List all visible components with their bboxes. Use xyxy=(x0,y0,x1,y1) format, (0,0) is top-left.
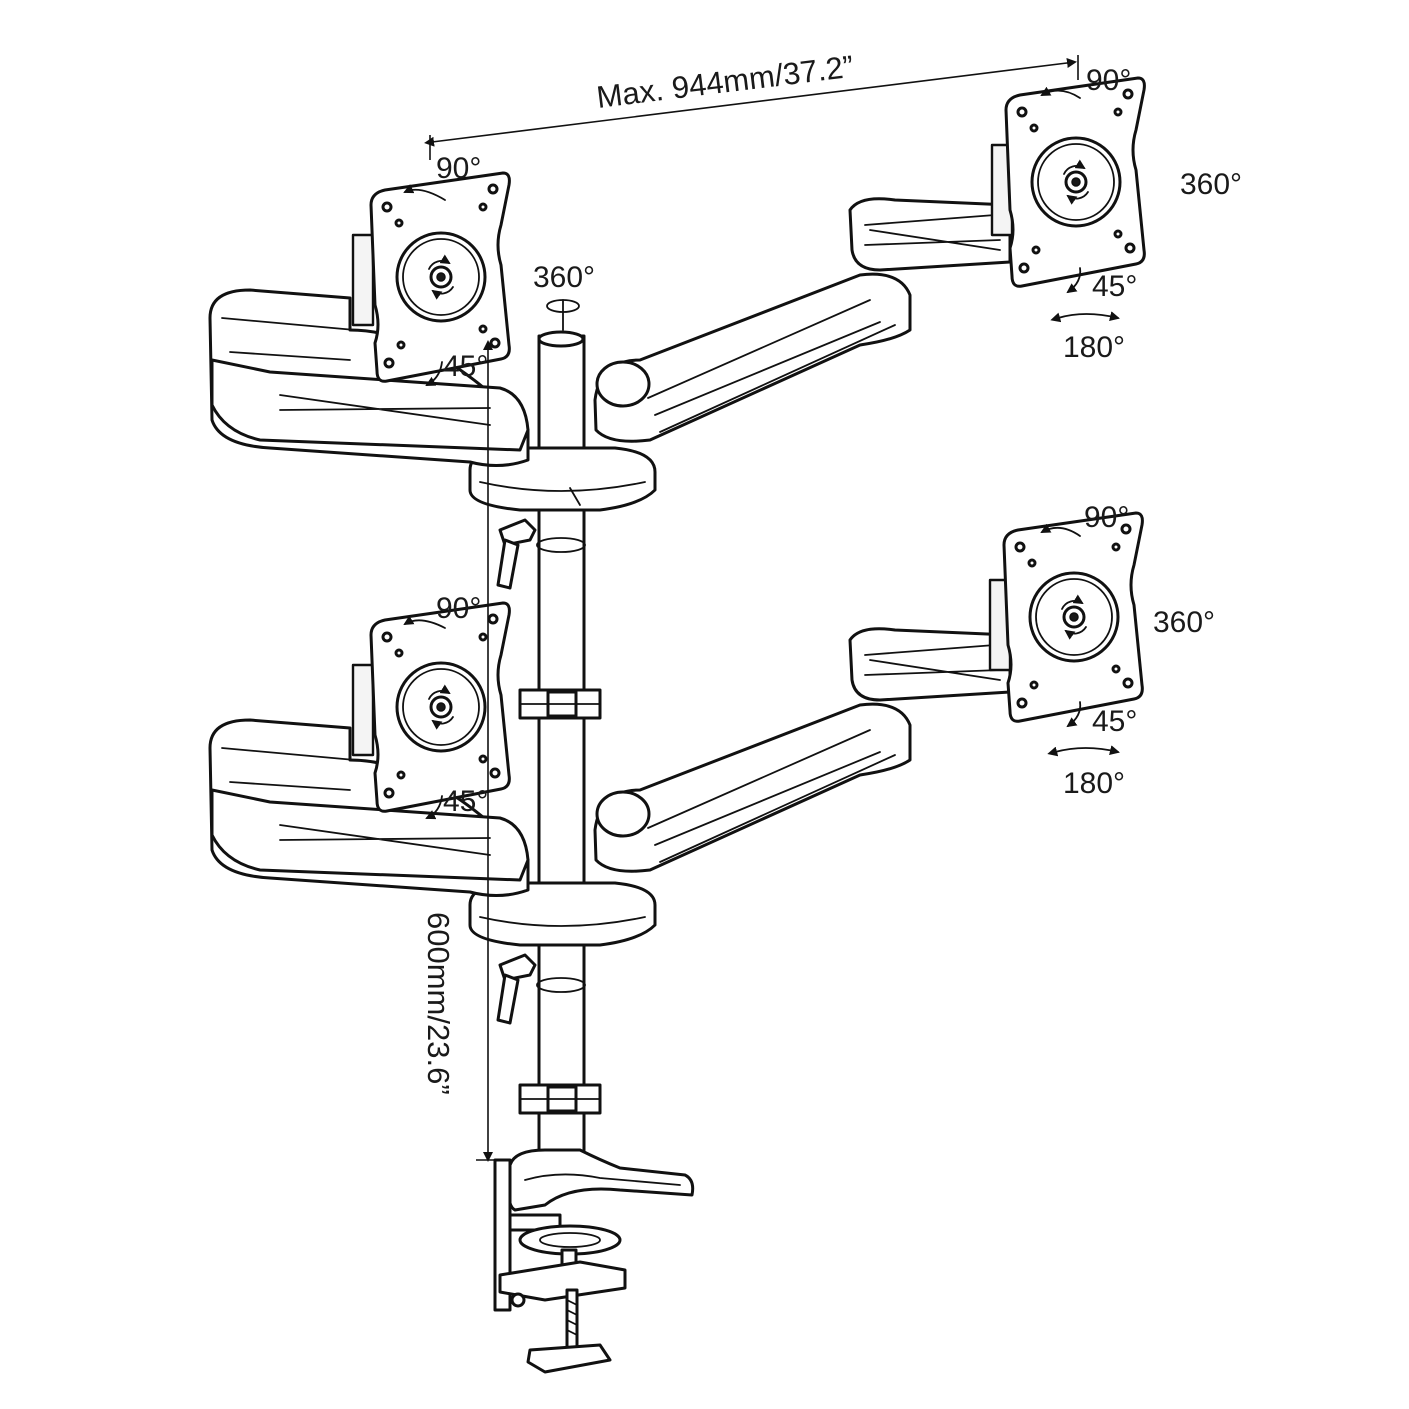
tilt-label-bottom-left: 90° xyxy=(436,592,481,625)
swivel-label-bottom-right: 45° xyxy=(1092,705,1137,738)
height-dimension xyxy=(476,340,500,1162)
tilt-arrow-top-right xyxy=(1040,86,1081,99)
swivel-arrow-bottom-left xyxy=(425,795,443,820)
swivel-arrow-top-right xyxy=(1066,267,1082,294)
tilt-arrow-top-left xyxy=(403,184,446,201)
tilt-label-bottom-right: 90° xyxy=(1084,501,1129,534)
swivel-arrow-top-left xyxy=(425,361,443,386)
rotation-label-bottom-right: 360° xyxy=(1153,606,1215,639)
cable-clip-lower xyxy=(518,1083,602,1115)
cable-clip-upper xyxy=(518,688,602,720)
swivel-label-top-left: 45° xyxy=(443,350,488,383)
tilt-arrow-bottom-right xyxy=(1040,523,1081,537)
vesa-plate-bottom-left xyxy=(351,603,509,811)
swivel-label-bottom-left: 45° xyxy=(443,785,488,818)
pole-height-label: 600mm/23.6” xyxy=(421,912,456,1095)
pole-rotation-icon xyxy=(546,299,580,331)
tilt-label-top-left: 90° xyxy=(436,152,481,185)
tilt-label-top-right: 90° xyxy=(1086,64,1131,97)
arm-top-left xyxy=(208,288,530,467)
vesa-plate-bottom-right xyxy=(988,513,1142,721)
arm-top-right xyxy=(593,197,1012,443)
vesa-plate-top-left xyxy=(351,173,509,381)
width-dimension xyxy=(424,55,1079,160)
pan-label-bottom-right: 180° xyxy=(1063,767,1125,800)
arm-bottom-right xyxy=(593,627,1012,873)
pan-label-top-right: 180° xyxy=(1063,331,1125,364)
pan-arrow-bottom-right xyxy=(1047,745,1120,757)
vesa-plate-top-right xyxy=(990,78,1144,286)
desk-clamp xyxy=(493,1148,695,1374)
rotation-label-top-right: 360° xyxy=(1180,168,1242,201)
tilt-arrow-bottom-left xyxy=(403,615,446,629)
pole-rotation-label: 360° xyxy=(533,261,595,294)
arm-bottom-left xyxy=(208,718,530,897)
swivel-label-top-right: 45° xyxy=(1092,270,1137,303)
swivel-arrow-bottom-right xyxy=(1066,701,1082,728)
pan-arrow-top-right xyxy=(1050,311,1120,323)
